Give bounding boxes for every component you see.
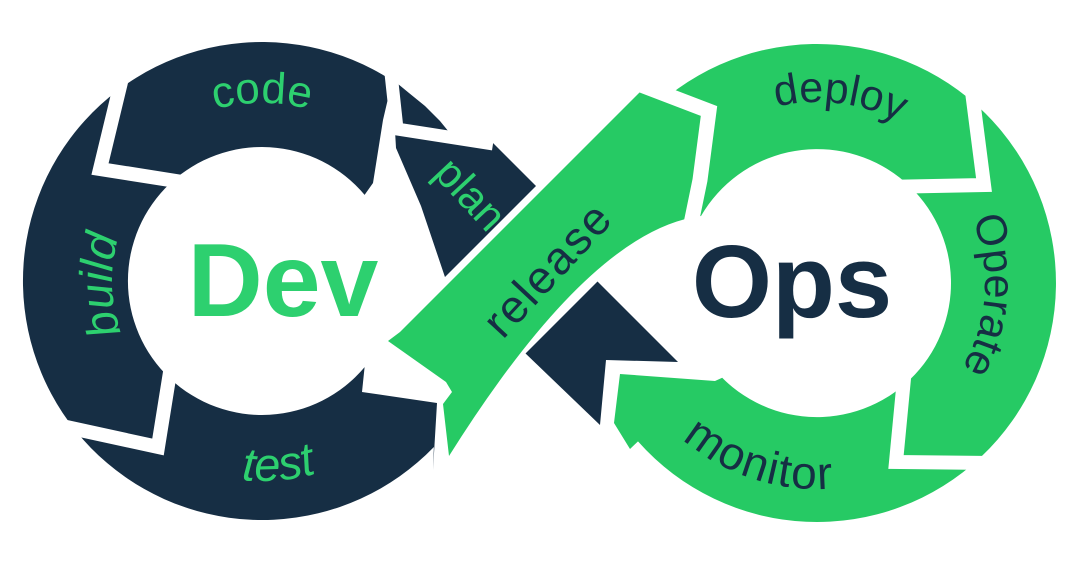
- svg-text:Ops: Ops: [692, 224, 892, 339]
- svg-text:Dev: Dev: [188, 223, 379, 339]
